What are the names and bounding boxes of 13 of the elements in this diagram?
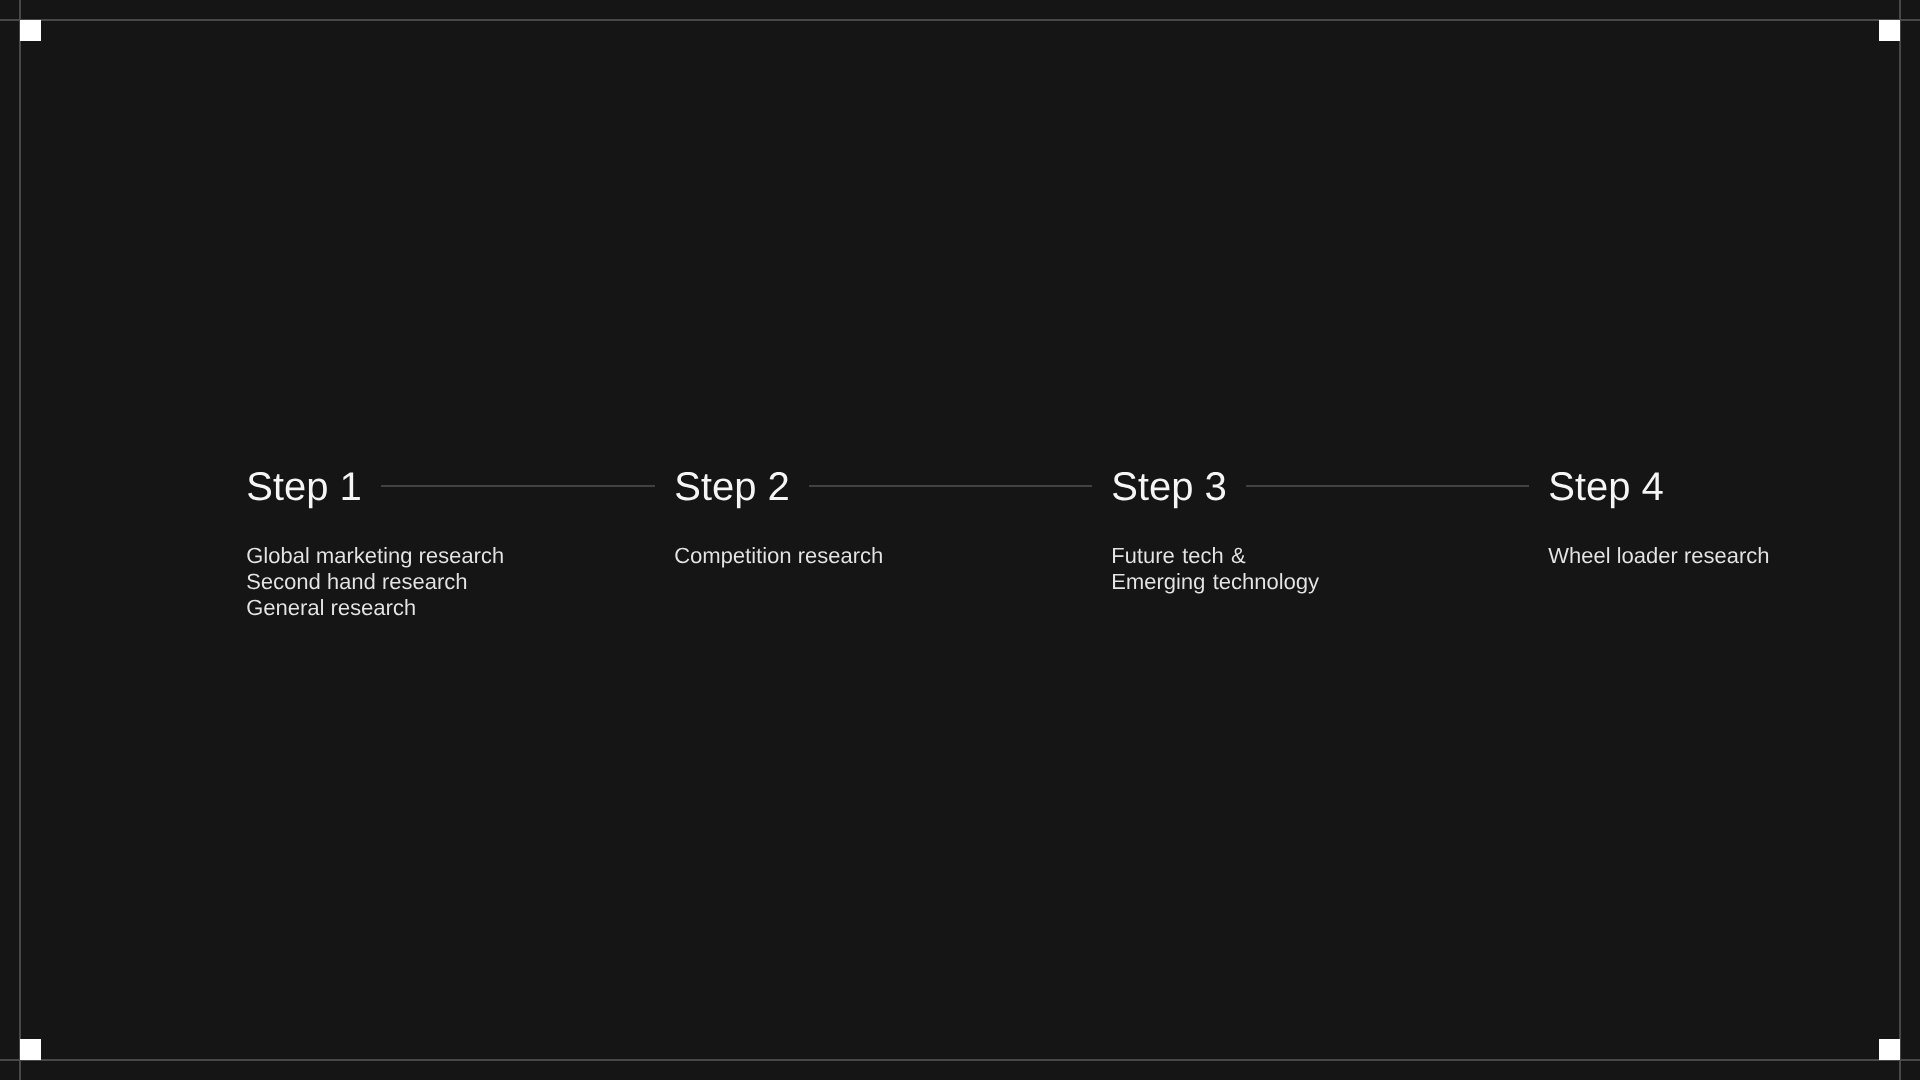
step-description: Future tech & Emerging technology xyxy=(1113,547,1320,594)
step-heading: Step 1 xyxy=(248,472,360,509)
step-description: Wheel loader research xyxy=(1548,547,1769,564)
connector-line xyxy=(380,485,656,487)
step-heading: Step 4 xyxy=(1550,472,1663,509)
step-description: Second hand research xyxy=(247,573,467,590)
step-description: General research xyxy=(247,599,415,616)
step-heading: Step 3 xyxy=(1113,472,1226,509)
step-description: Global marketing research xyxy=(247,547,503,568)
step-description: Competition research xyxy=(675,547,882,568)
step-heading: Step 2 xyxy=(676,472,788,509)
connector-line xyxy=(808,485,1093,487)
connector-line xyxy=(1245,485,1530,487)
